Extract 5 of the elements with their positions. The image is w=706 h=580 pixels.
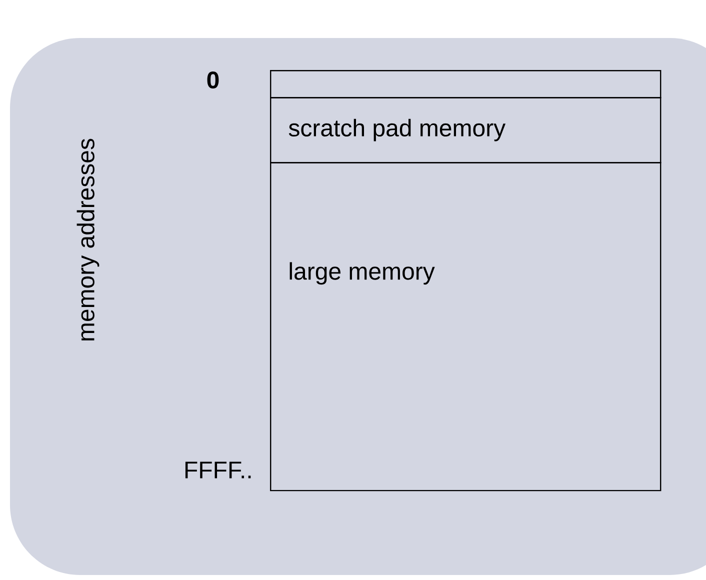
memory-region-box: scratch pad memory: [270, 97, 662, 164]
memory-region-box: large memory: [270, 162, 662, 492]
address-label: 0: [207, 72, 219, 88]
memory-region-box: [270, 70, 662, 98]
axis-label: memory addresses: [76, 138, 100, 340]
